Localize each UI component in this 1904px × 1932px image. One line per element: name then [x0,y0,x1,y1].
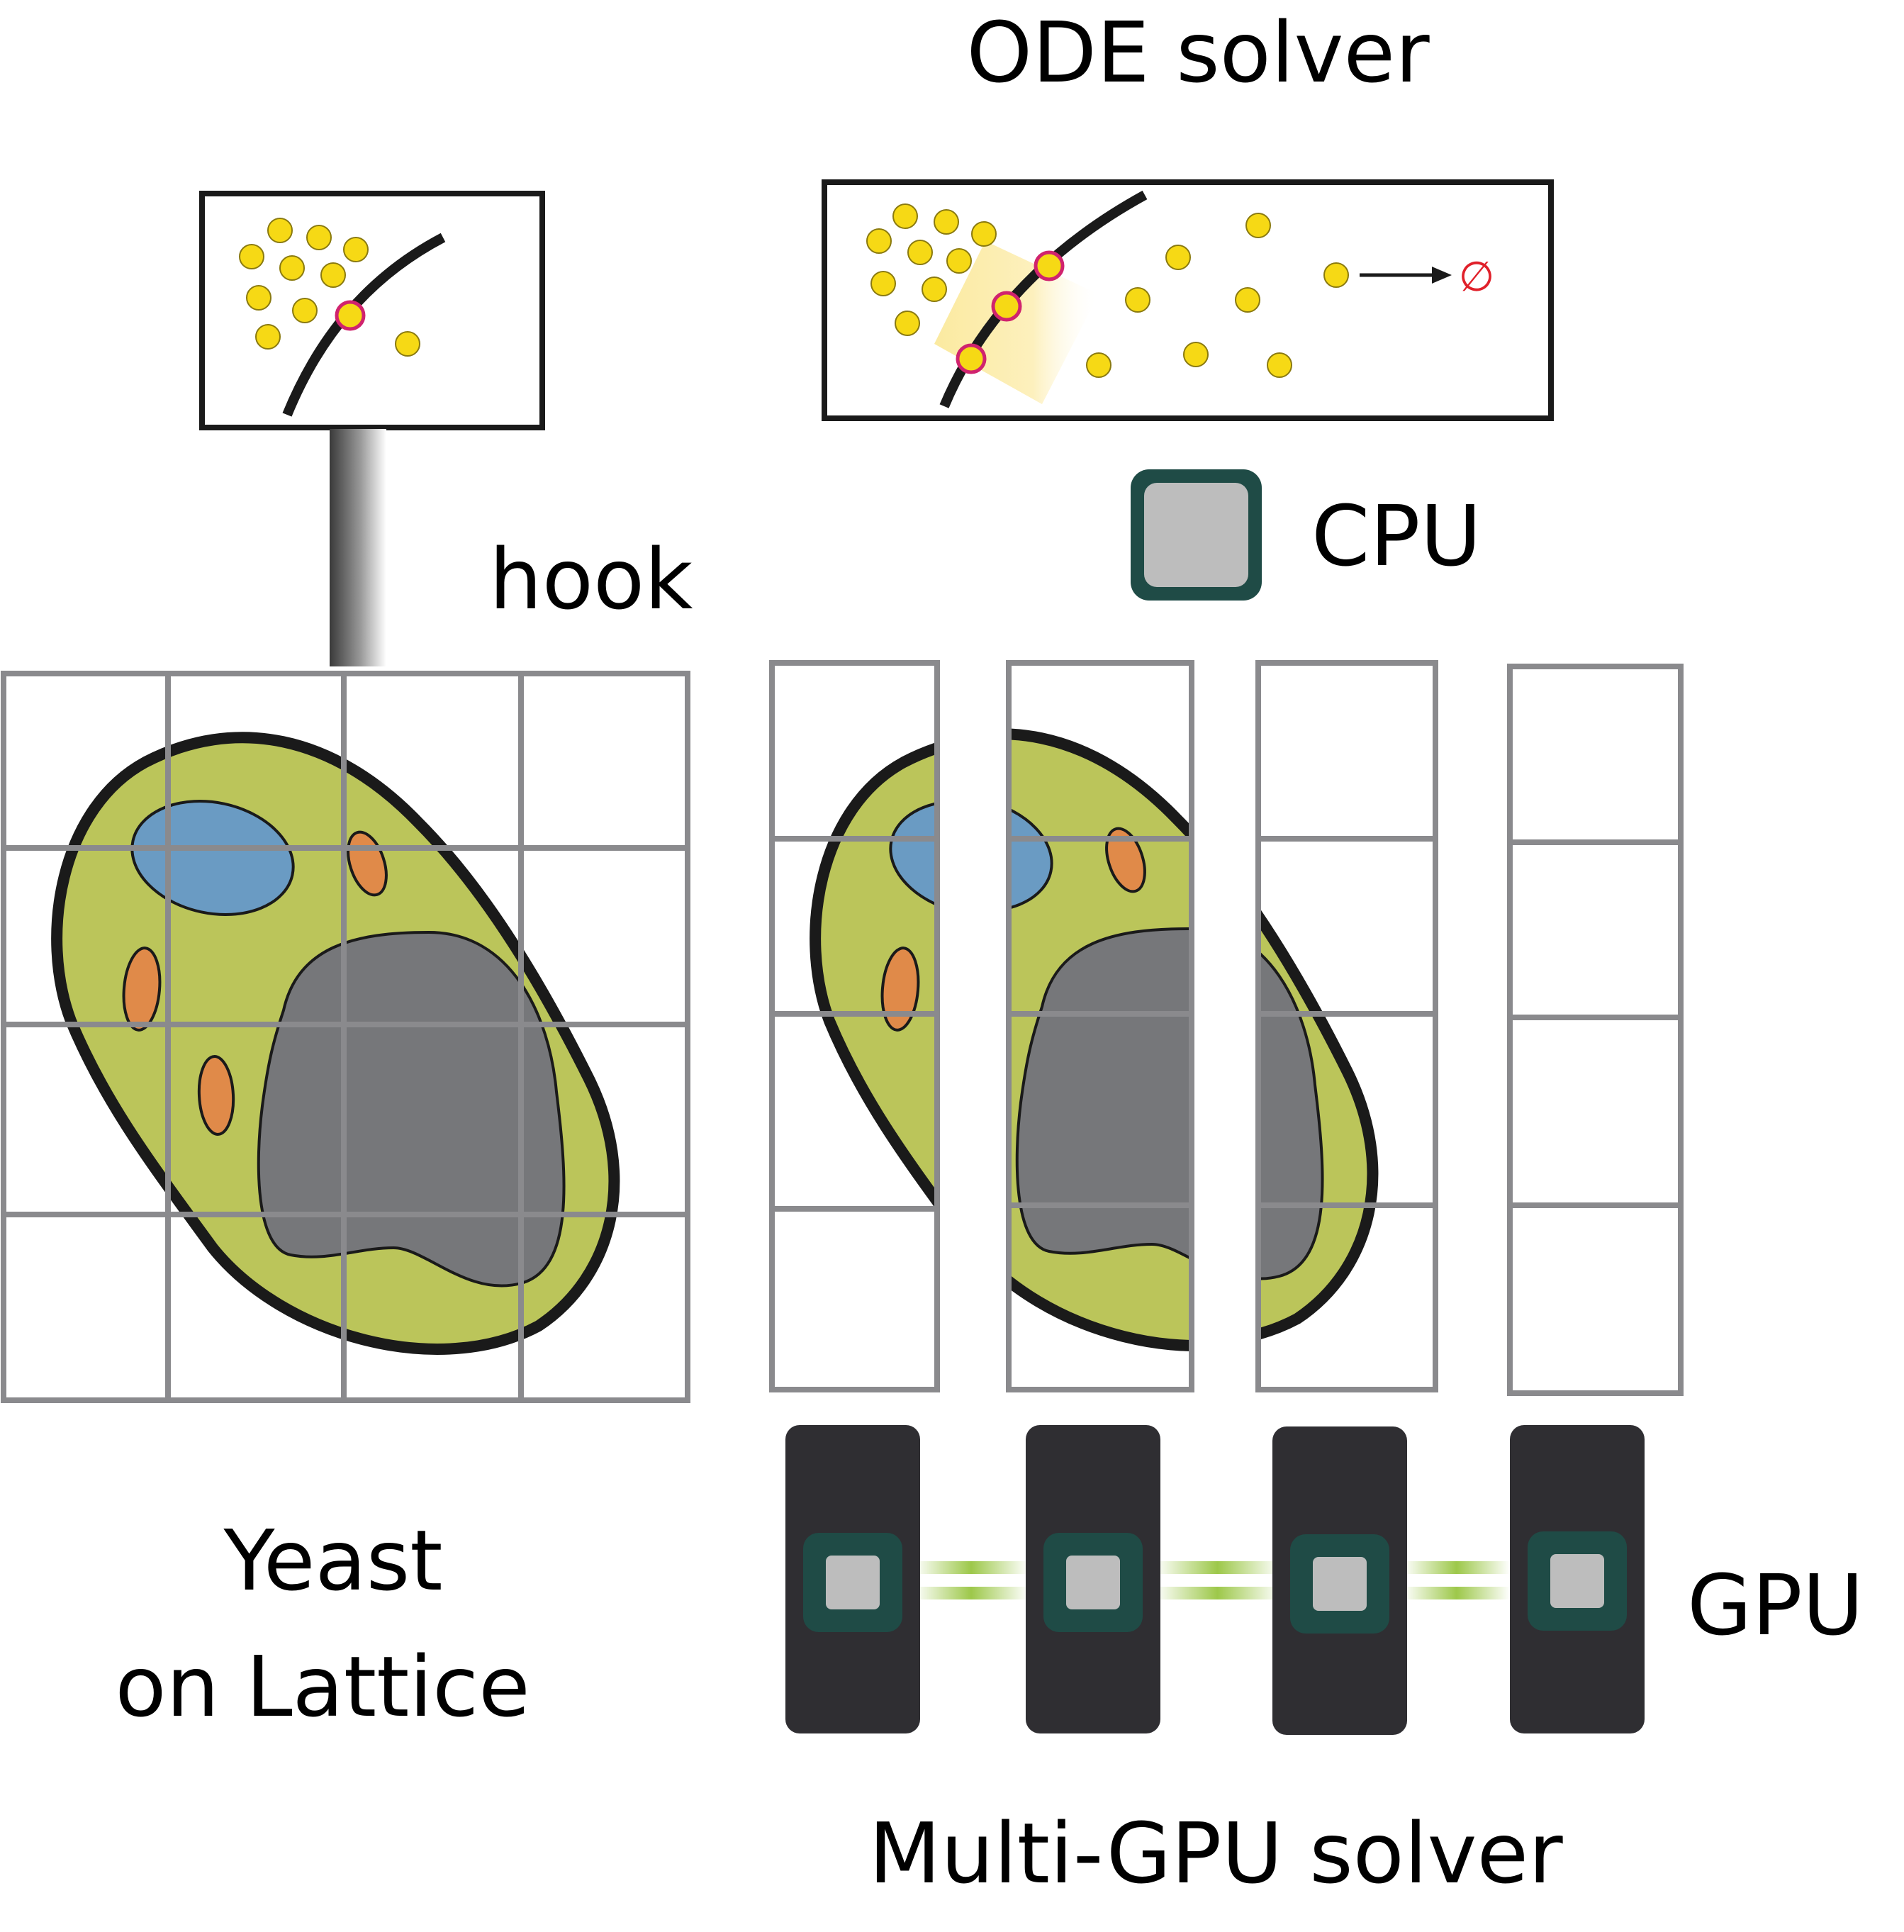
null-symbol: ∅ [1459,252,1495,301]
bound-particle [335,300,366,331]
multi-gpu-solver-title: Multi-GPU solver [868,1804,1563,1902]
partition-3 [1255,660,1438,1392]
hook-label: hook [489,530,693,628]
ode-solver-box: ∅ [822,179,1554,421]
cpu-chip-icon [1131,469,1262,601]
partition-4 [1507,664,1684,1396]
gpu-interconnects [914,1561,1510,1599]
gpu-label: GPU [1687,1556,1864,1654]
gpu-card-2 [1026,1425,1160,1733]
yeast-label-line1: Yeast [223,1512,442,1609]
degradation-arrow [1360,267,1452,284]
gpu-card-4 [1510,1425,1645,1733]
hook-zoom-box [199,191,545,430]
gpu-card-1 [785,1425,920,1733]
hook-connector [330,429,386,666]
partition-2 [1006,660,1194,1392]
particle-cluster [239,218,420,357]
free-particles [866,203,1349,378]
cpu-label: CPU [1311,487,1482,585]
lattice-grid [1,671,690,1403]
partition-1 [769,660,940,1392]
ode-solver-title: ODE solver [966,4,1430,101]
gpu-card-3 [1272,1426,1407,1735]
yeast-cell [57,737,614,1349]
bound-particles [956,250,1065,374]
yeast-label-line2: on Lattice [115,1638,530,1736]
